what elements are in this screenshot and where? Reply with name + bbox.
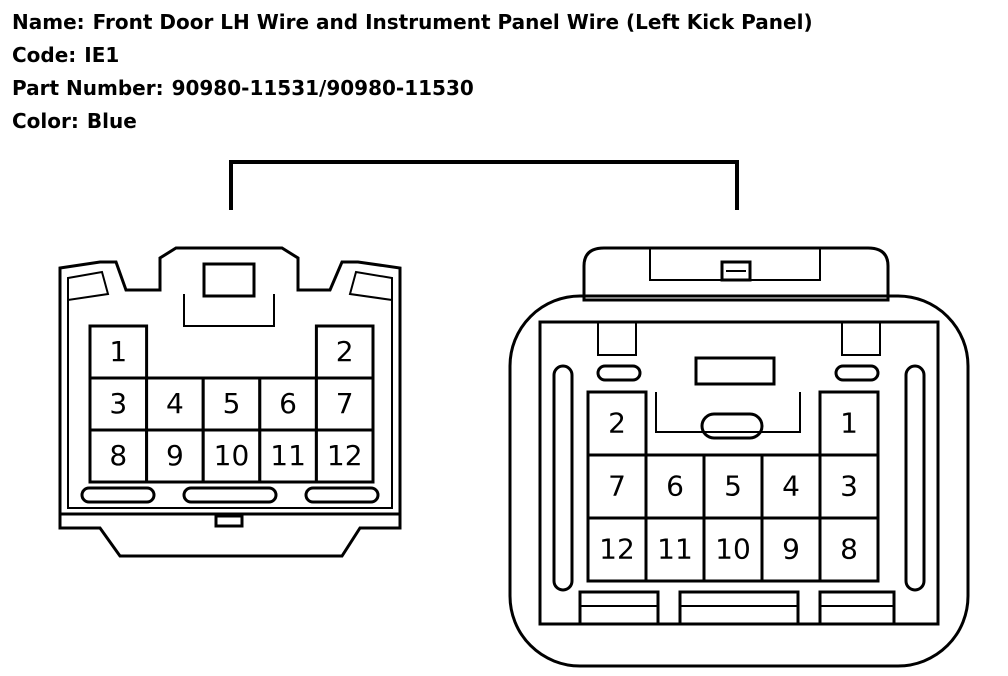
right-latch-left [597,322,637,356]
right-pin-cell-4 [760,453,822,520]
name-row: Name: Front Door LH Wire and Instrument P… [12,6,813,39]
right-key-frame [655,392,801,433]
left-pin-label-9: 9 [166,439,184,472]
right-oval-left [596,364,642,382]
right-pin-cell-3 [818,453,880,520]
right-connector [508,246,970,668]
right-pin-label-2: 2 [608,407,626,440]
left-pin-label-11: 11 [270,439,306,472]
left-pin-cell-6 [258,376,318,432]
right-side-slot-right [904,364,926,592]
slot-2 [182,486,278,504]
right-pin-label-12: 12 [599,533,635,566]
code-label: Code: [12,43,77,67]
left-pin-label-12: 12 [327,439,363,472]
left-pin-cell-8 [88,428,149,484]
right-pin-cell-9 [760,516,822,583]
part-number-label: Part Number: [12,76,164,100]
color-label: Color: [12,109,79,133]
left-pin-cell-7 [314,376,375,432]
left-pin-cell-9 [145,428,205,484]
right-pin-cell-11 [644,516,706,583]
right-pin-cell-10 [702,516,764,583]
left-latch-lip [67,270,110,302]
right-bottom-slot-2 [678,590,800,626]
mating-bracket [229,160,739,210]
name-label: Name: [12,10,85,34]
left-pin-cell-12 [314,428,375,484]
right-pin-label-5: 5 [724,470,742,503]
left-pin-label-1: 1 [109,335,127,368]
right-pin-label-9: 9 [782,533,800,566]
slot-1 [80,486,156,504]
right-key [694,356,776,386]
right-lock-recess [649,248,821,281]
left-connector-base [58,512,402,558]
part-number-value: 90980-11531/90980-11530 [171,76,474,100]
right-latch-right [841,322,881,356]
slot-3 [304,486,380,504]
left-pin-label-2: 2 [336,335,354,368]
right-key-oval [700,412,764,440]
left-pin-label-7: 7 [336,387,354,420]
left-pin-label-10: 10 [214,439,250,472]
right-pin-cell-8 [818,516,880,583]
right-lock-housing [582,246,890,302]
right-connector-outer [508,294,970,668]
right-lock-tab [720,260,752,282]
right-side-slot-left [552,364,574,592]
right-pin-cell-6 [644,453,706,520]
left-connector [58,246,402,558]
right-bottom-slot-1 [578,590,660,626]
left-pin-label-6: 6 [279,387,297,420]
left-connector-body [58,246,402,516]
base-notch [214,514,244,528]
left-pin-label-4: 4 [166,387,184,420]
right-pin-cell-1 [818,390,880,457]
lock-tab [202,262,256,298]
right-pin-label-11: 11 [657,533,693,566]
right-pin-cell-7 [586,453,648,520]
code-value: IE1 [84,43,120,67]
right-pin-cell-12 [586,516,648,583]
left-pin-label-8: 8 [109,439,127,472]
right-latch-lip [348,270,393,302]
part-number-row: Part Number: 90980-11531/90980-11530 [12,72,813,105]
lock-bridge [183,294,275,327]
right-pin-label-4: 4 [782,470,800,503]
code-row: Code: IE1 [12,39,813,72]
left-connector-inner-wall [67,300,393,509]
right-pin-label-7: 7 [608,470,626,503]
color-value: Blue [86,109,137,133]
right-pin-grid: 2 1 7 6 5 4 3 12 11 10 9 8 [586,390,880,583]
left-pin-label-3: 3 [109,387,127,420]
name-value: Front Door LH Wire and Instrument Panel … [92,10,813,34]
right-bottom-slot-3 [818,590,896,626]
right-pin-label-10: 10 [715,533,751,566]
connector-info: Name: Front Door LH Wire and Instrument P… [12,6,813,138]
right-pin-label-3: 3 [840,470,858,503]
right-pin-label-1: 1 [840,407,858,440]
right-pin-label-6: 6 [666,470,684,503]
right-oval-right [834,364,880,382]
right-pin-label-8: 8 [840,533,858,566]
right-pin-cell-2 [586,390,648,457]
color-row: Color: Blue [12,105,813,138]
left-pin-label-5: 5 [223,387,241,420]
